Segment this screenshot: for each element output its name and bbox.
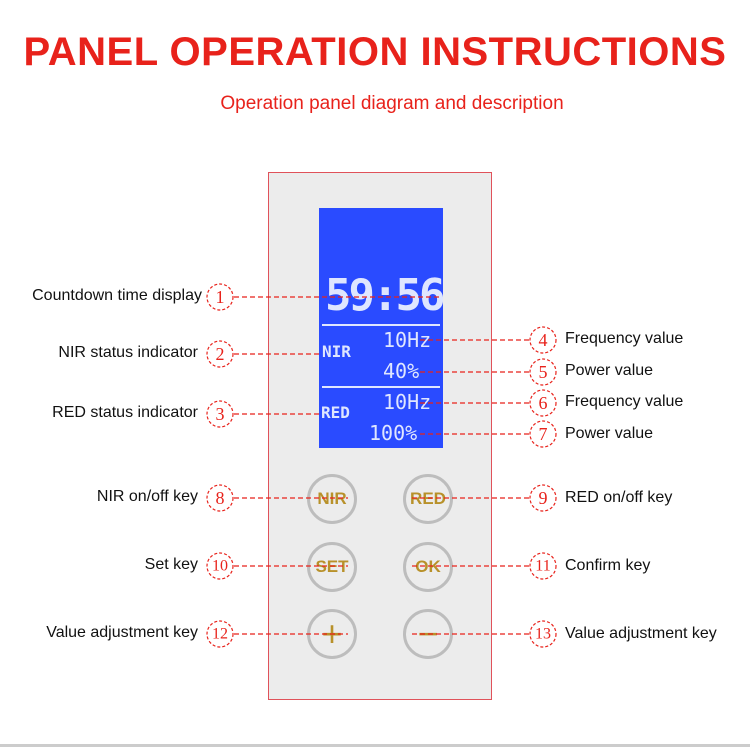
bottom-divider — [0, 744, 750, 747]
callout-label-6: Frequency value — [565, 393, 684, 410]
callout-label-4: Frequency value — [565, 330, 684, 347]
callout-label-11: Confirm key — [565, 557, 651, 574]
callout-number-10: 10 — [212, 558, 228, 575]
set-key[interactable]: SET — [307, 542, 357, 592]
callout-marker-11 — [529, 552, 557, 580]
callout-marker-8 — [206, 484, 234, 512]
callout-number-5: 5 — [539, 362, 548, 382]
callout-number-9: 9 — [539, 488, 548, 508]
callout-marker-12 — [206, 620, 234, 648]
callout-marker-10 — [206, 552, 234, 580]
callout-label-8: NIR on/off key — [96, 488, 198, 505]
callout-marker-6 — [529, 389, 557, 417]
callout-number-7: 7 — [539, 424, 548, 444]
callout-label-13: Value adjustment key — [565, 625, 717, 642]
callout-number-3: 3 — [216, 404, 225, 424]
lcd-screen — [319, 208, 443, 448]
callout-label-10: Set key — [144, 556, 198, 573]
countdown-time-display: 59:56 — [325, 270, 445, 321]
callout-marker-1 — [206, 283, 234, 311]
page-title: PANEL OPERATION INSTRUCTIONS — [23, 30, 727, 74]
callout-marker-9 — [529, 484, 557, 512]
page-subtitle: Operation panel diagram and description — [220, 93, 564, 114]
red-frequency-value: 10Hz — [383, 390, 432, 414]
callout-label-5: Power value — [565, 362, 654, 379]
callout-number-6: 6 — [539, 393, 548, 413]
ok-key[interactable]: OK — [403, 542, 453, 592]
nir-status-indicator: NIR — [322, 342, 351, 361]
nir-frequency-value: 10Hz — [383, 328, 432, 352]
red-power-value: 100% — [369, 421, 418, 445]
callout-marker-5 — [529, 358, 557, 386]
callout-marker-7 — [529, 420, 557, 448]
lcd-divider-middle — [322, 386, 440, 388]
callout-marker-3 — [206, 400, 234, 428]
red-key[interactable]: RED — [403, 474, 453, 524]
lcd-divider-top — [322, 324, 440, 326]
callout-number-1: 1 — [216, 287, 225, 307]
callout-number-11: 11 — [535, 558, 550, 575]
callout-label-3: RED status indicator — [52, 404, 198, 421]
callout-label-9: RED on/off key — [565, 489, 673, 506]
callout-marker-4 — [529, 326, 557, 354]
callout-number-4: 4 — [539, 330, 548, 350]
callout-number-2: 2 — [216, 344, 225, 364]
callout-label-7: Power value — [565, 425, 654, 442]
callout-label-12: Value adjustment key — [46, 624, 198, 641]
callout-number-8: 8 — [216, 488, 225, 508]
callout-label-2: NIR status indicator — [58, 344, 198, 361]
callout-marker-2 — [206, 340, 234, 368]
callout-label-1: Countdown time display — [32, 287, 202, 304]
callout-number-12: 12 — [212, 626, 228, 643]
callout-number-13: 13 — [535, 626, 551, 643]
callout-marker-13 — [529, 620, 557, 648]
nir-power-value: 40% — [383, 359, 420, 383]
red-status-indicator: RED — [321, 403, 350, 422]
